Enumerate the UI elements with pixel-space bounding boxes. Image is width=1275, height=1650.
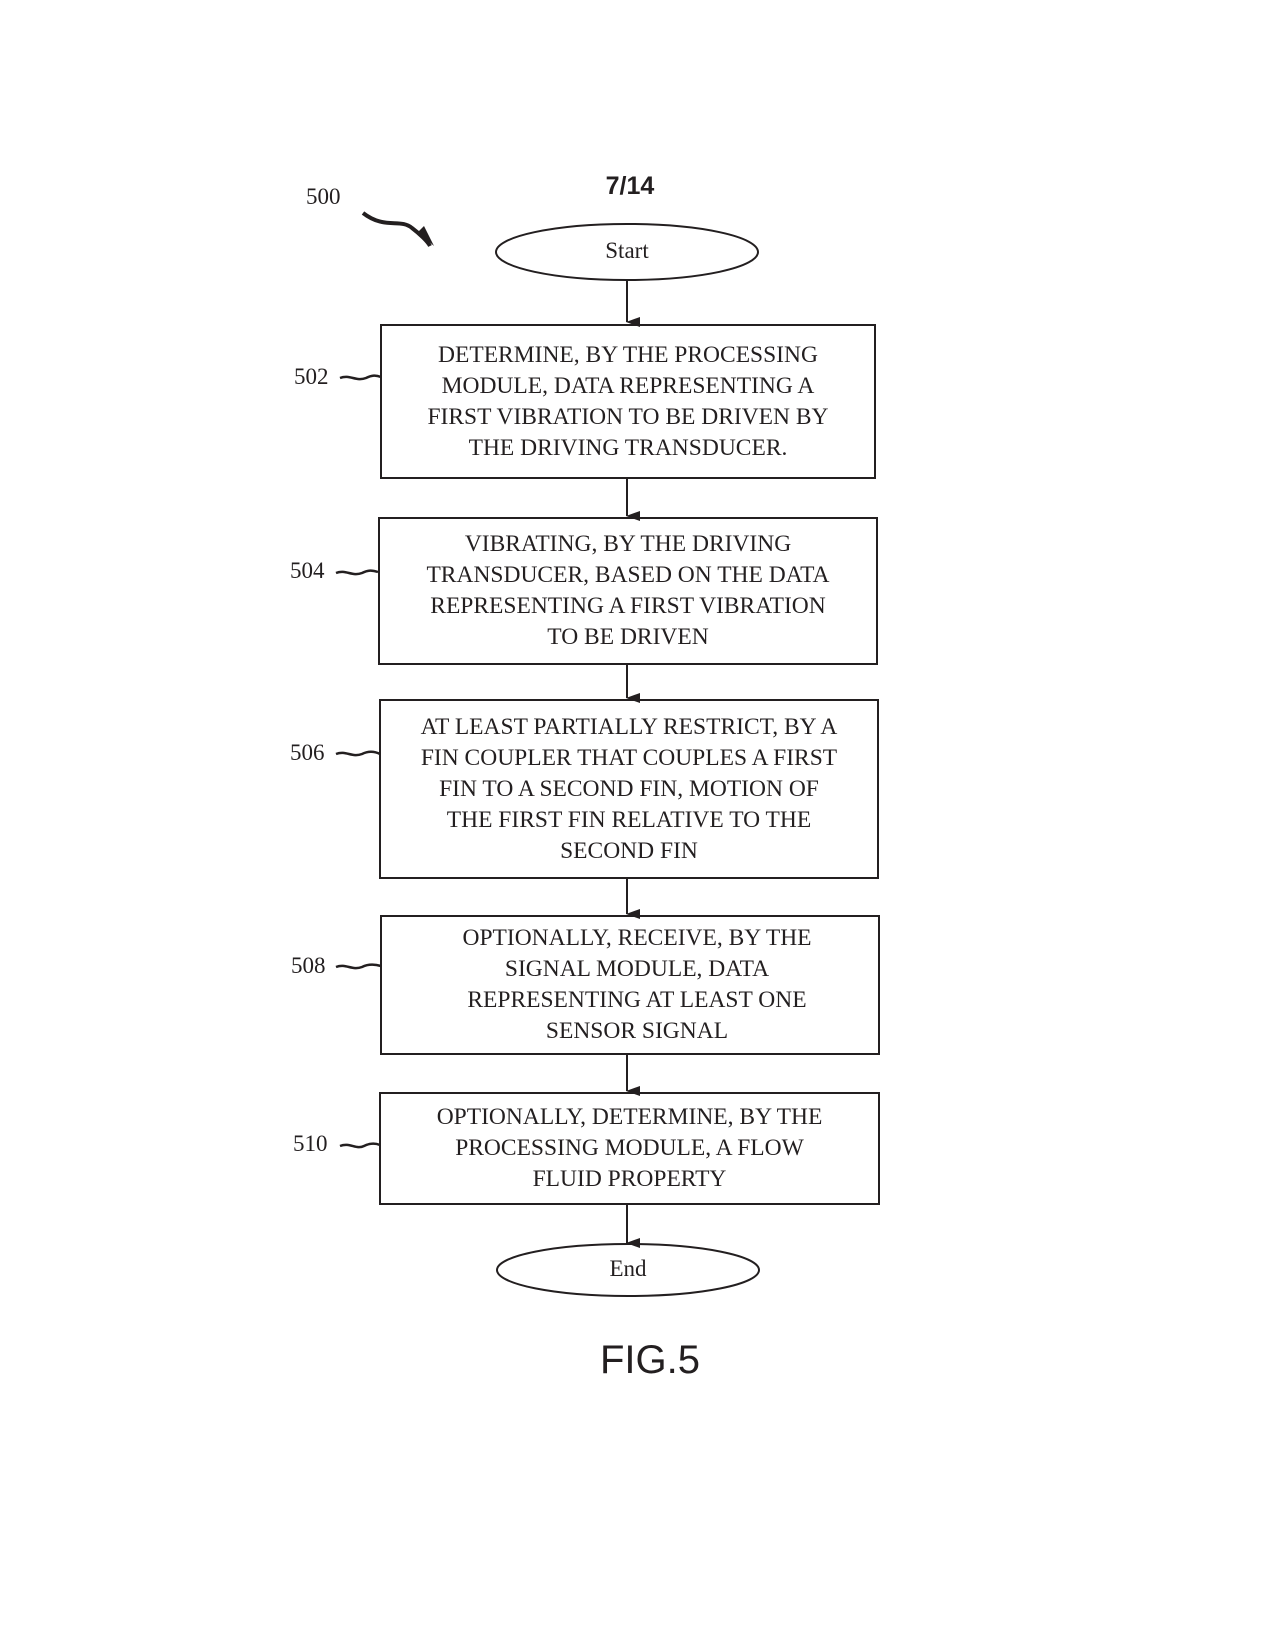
step-box-506: AT LEAST PARTIALLY RESTRICT, BY A FIN CO…: [379, 699, 879, 879]
diagram-ref-arrow: [363, 213, 430, 246]
step-box-508: OPTIONALLY, RECEIVE, BY THE SIGNAL MODUL…: [380, 915, 880, 1055]
leader-510: [340, 1144, 380, 1148]
step-ref-506: 506: [290, 740, 325, 766]
step-box-510: OPTIONALLY, DETERMINE, BY THE PROCESSING…: [379, 1092, 880, 1205]
leader-502: [340, 376, 381, 380]
step-box-502: DETERMINE, BY THE PROCESSING MODULE, DAT…: [380, 324, 876, 479]
step-box-504: VIBRATING, BY THE DRIVING TRANSDUCER, BA…: [378, 517, 878, 665]
leader-504: [336, 571, 378, 575]
start-label: Start: [547, 238, 707, 264]
figure-label: FIG.5: [540, 1338, 760, 1383]
end-label: End: [548, 1256, 708, 1282]
leader-506: [336, 752, 380, 755]
step-ref-510: 510: [293, 1131, 328, 1157]
sheet-number: 7/14: [540, 172, 720, 201]
leader-508: [336, 965, 381, 969]
diagram-ref-label: 500: [306, 184, 341, 210]
step-ref-502: 502: [294, 364, 329, 390]
step-ref-508: 508: [291, 953, 326, 979]
step-ref-504: 504: [290, 558, 325, 584]
